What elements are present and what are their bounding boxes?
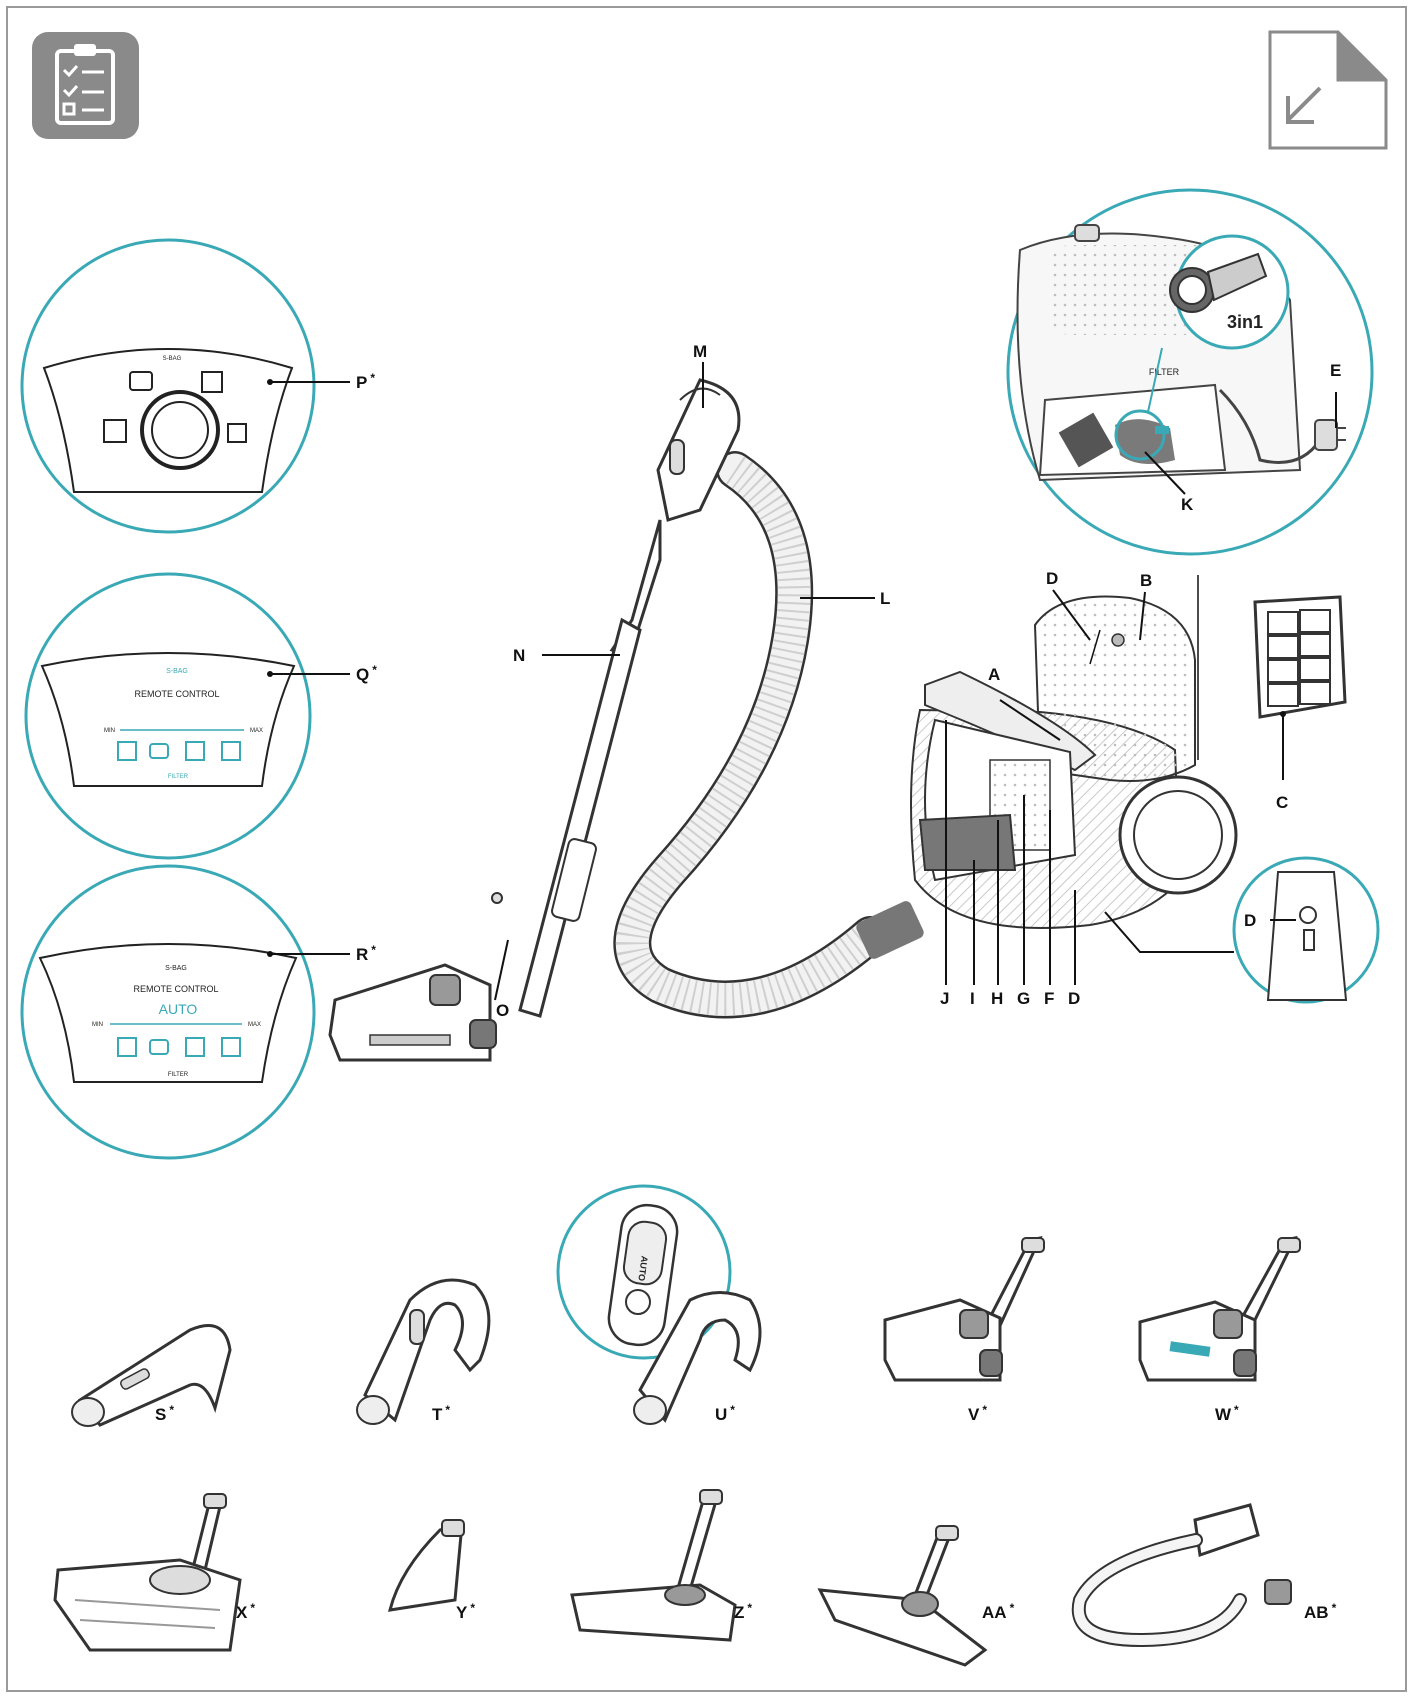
accessory-s	[71, 1324, 232, 1427]
accessory-aa	[817, 1525, 988, 1667]
panel-r-min: MIN	[92, 1022, 103, 1028]
panel-r-filter: FILTER	[168, 1072, 189, 1078]
hose	[613, 451, 924, 1019]
canister-body	[910, 595, 1238, 929]
inset-filter-text: FILTER	[1149, 367, 1180, 377]
leader-lines	[494, 362, 1199, 1001]
filter-c	[1253, 595, 1347, 780]
label-m: M	[693, 342, 707, 361]
label-d-inset: D	[1244, 911, 1256, 930]
accessory-w	[1138, 1235, 1301, 1382]
label-t: T*	[432, 1403, 450, 1424]
handle-and-wand	[328, 378, 741, 1062]
label-p: P*	[356, 371, 375, 392]
accessory-z	[570, 1489, 737, 1642]
panel-q-max: MAX	[250, 728, 263, 734]
panel-q-circle: S-BAG REMOTE CONTROL MIN MAX FILTER	[24, 572, 350, 860]
label-i: I	[970, 989, 975, 1008]
label-aa: AA*	[982, 1601, 1015, 1622]
panel-r-sbag: S-BAG	[165, 965, 187, 972]
label-n: N	[513, 646, 525, 665]
label-w: W*	[1215, 1403, 1239, 1424]
handle-auto-button: AUTO	[636, 1255, 649, 1281]
label-s: S*	[155, 1403, 174, 1424]
panel-p-sbag: S-BAG	[163, 356, 182, 362]
accessory-y	[387, 1519, 465, 1612]
panel-q-min: MIN	[104, 728, 115, 734]
accessory-t	[356, 1278, 491, 1425]
label-b: B	[1140, 571, 1152, 590]
page-frame	[6, 6, 1407, 1692]
panel-q-sbag: S-BAG	[166, 668, 188, 675]
label-k: K	[1181, 495, 1194, 514]
accessory-x	[53, 1493, 242, 1652]
label-e: E	[1330, 361, 1341, 380]
label-a: A	[988, 665, 1000, 684]
label-r: R*	[356, 943, 376, 964]
label-d-bottom: D	[1068, 989, 1080, 1008]
label-f: F	[1044, 989, 1054, 1008]
label-x: X*	[236, 1601, 255, 1622]
document-arrow-icon	[1268, 30, 1388, 150]
rear-inset-circle	[1104, 856, 1380, 1004]
label-v: V*	[968, 1403, 987, 1424]
label-h: H	[991, 989, 1003, 1008]
label-ab: AB*	[1304, 1601, 1337, 1622]
label-c: C	[1276, 793, 1288, 812]
panel-r-max: MAX	[248, 1022, 261, 1028]
panel-r-circle: S-BAG REMOTE CONTROL AUTO MIN MAX FILTER	[20, 864, 350, 1160]
accessory-u: AUTO	[556, 1184, 762, 1425]
panel-q-filter: FILTER	[168, 774, 189, 780]
label-y: Y*	[456, 1601, 475, 1622]
label-g: G	[1017, 989, 1030, 1008]
label-j: J	[940, 989, 949, 1008]
panel-p-circle: S-BAG	[20, 238, 350, 534]
label-z: Z*	[734, 1601, 752, 1622]
label-d-top: D	[1046, 569, 1058, 588]
checklist-icon	[32, 32, 139, 139]
label-q: Q*	[356, 663, 377, 684]
label-u: U*	[715, 1403, 735, 1424]
label-l: L	[880, 589, 890, 608]
panel-r-auto: AUTO	[159, 1001, 198, 1017]
inset-3in1-label: 3in1	[1227, 312, 1263, 332]
accessory-v	[883, 1235, 1045, 1382]
accessory-ab	[1071, 1503, 1292, 1648]
label-o: O	[496, 1001, 509, 1020]
panel-r-remote: REMOTE CONTROL	[133, 984, 218, 994]
cord-inset-circle: FILTER 3in1	[1006, 188, 1374, 556]
panel-q-remote: REMOTE CONTROL	[134, 689, 219, 699]
